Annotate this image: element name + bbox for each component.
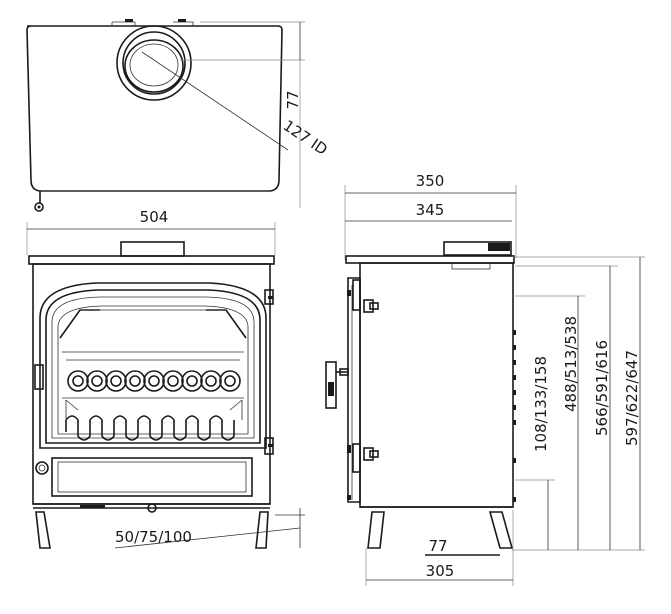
flue-collar-top [116,25,192,101]
top-view-outline [26,25,283,192]
front-width-label: 504 [140,208,169,226]
ashpan-door [35,457,253,497]
grate-bars [62,397,244,441]
door-handle-knob-top [34,191,44,212]
side-depth-dimensions: 350 345 [344,172,517,260]
door-handle-side [325,361,349,409]
side-flue-offset-label: 77 [428,537,447,555]
height-label-4: 597/622/647 [623,350,641,446]
side-view: 350 345 [325,172,645,586]
flue-offset-dimension: 77 [180,21,305,208]
side-depth-overall-label: 350 [416,172,445,190]
stove-legs-side [360,506,514,549]
height-dimensions: 108/133/158 488/513/538 566/591/616 597/… [512,256,645,551]
fuel-bed-logs [67,370,241,392]
height-label-2: 488/513/538 [562,316,580,412]
height-label-3: 566/591/616 [593,340,611,436]
front-width-dimension: 504 [26,208,276,255]
top-plate-front [28,255,275,265]
leg-height-dimension: 50/75/100 [114,508,305,549]
side-depth-body-label: 345 [416,201,445,219]
top-view: 77 127 ID [26,19,331,212]
flue-id-leader: 127 ID [141,51,331,159]
leg-height-label: 50/75/100 [115,528,192,546]
flue-offset-label: 77 [284,90,302,109]
stove-body-side [359,262,514,508]
stove-legs-front [33,503,270,549]
side-base-depth-label: 305 [426,562,455,580]
side-bottom-dimensions: 305 77 [365,510,514,586]
front-view: 504 [26,208,305,549]
door-profile-side [347,277,379,503]
height-label-1: 108/133/158 [532,356,550,452]
flue-id-label: 127 ID [280,116,331,159]
rear-details [513,330,516,502]
firebox-door [34,282,274,455]
flue-stub-front [120,241,185,257]
